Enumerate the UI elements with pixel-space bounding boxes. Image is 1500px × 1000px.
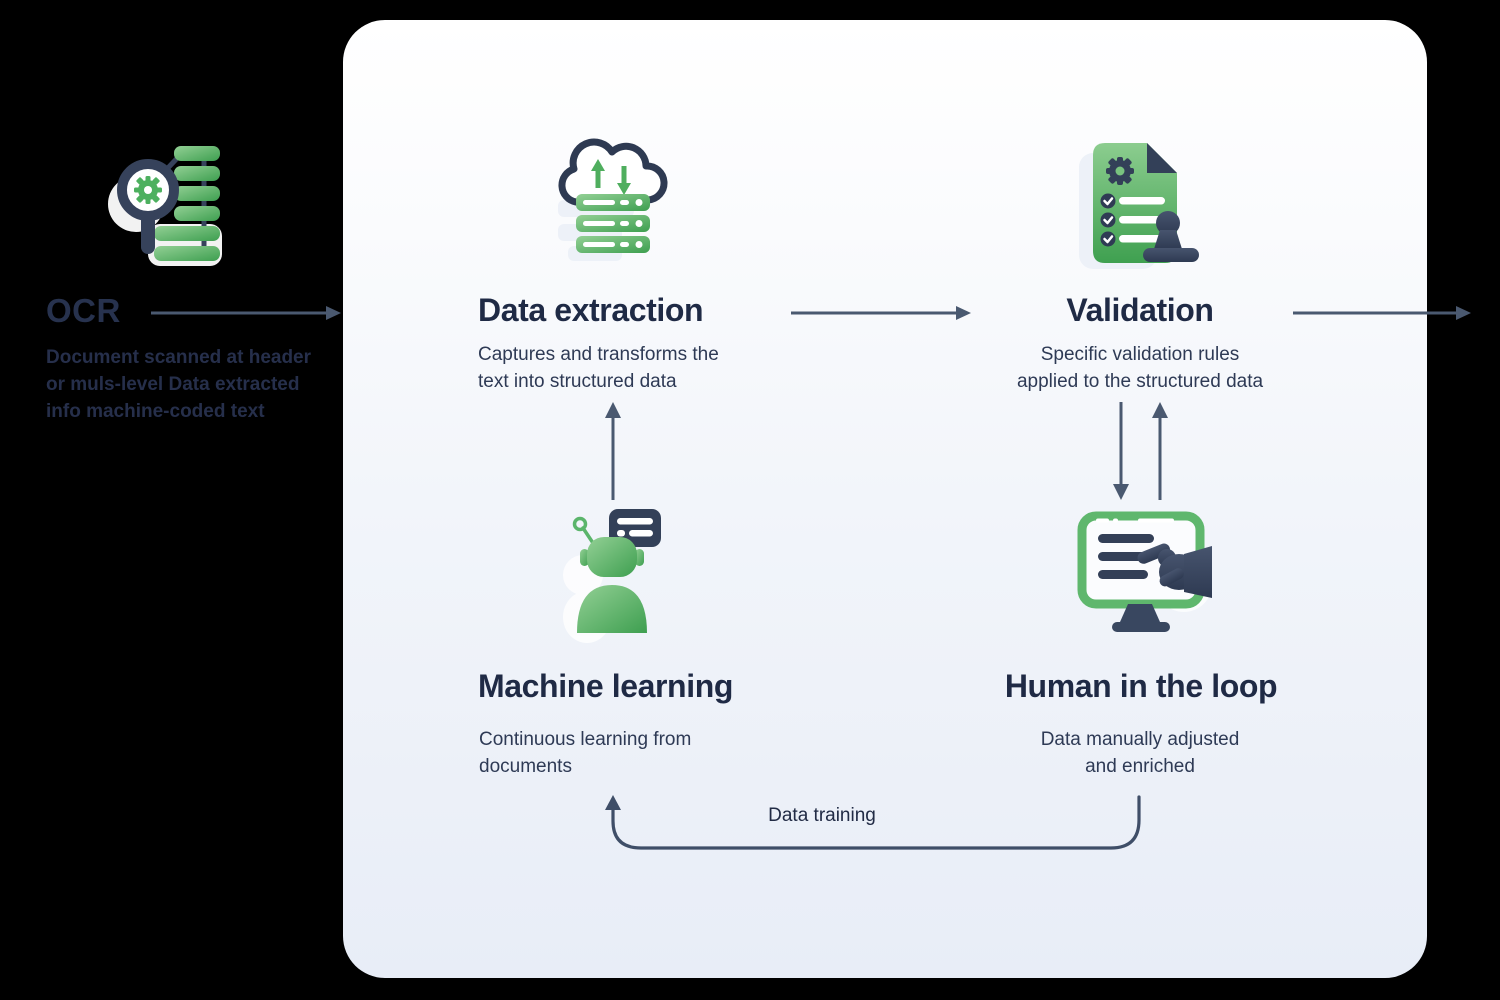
validation-title: Validation xyxy=(1066,292,1214,328)
human-in-the-loop-description: Data manually adjusted and enriched xyxy=(1040,729,1240,777)
document-checklist-stamp-icon xyxy=(1075,135,1205,285)
human-in-the-loop-title: Human in the loop xyxy=(1004,668,1278,704)
machine-learning-title: Machine learning xyxy=(478,668,733,704)
arrow-machine-learning-to-data-extraction xyxy=(605,402,621,500)
arrow-ocr-to-data-extraction xyxy=(151,306,341,320)
cloud-server-icon xyxy=(548,138,678,268)
monitor-hand-icon xyxy=(1072,508,1212,643)
validation-description: Specific validation rules applied to the… xyxy=(1016,344,1264,392)
machine-learning-description: Continuous learning from documents xyxy=(479,729,692,777)
workflow-card xyxy=(343,20,1427,978)
data-training-label: Data training xyxy=(768,805,876,826)
arrows-validation-human-loop xyxy=(1113,402,1168,500)
arrow-validation-output xyxy=(1293,306,1471,320)
data-extraction-description: Captures and transforms the text into st… xyxy=(478,344,719,392)
data-extraction-title: Data extraction xyxy=(478,292,704,328)
ocr-magnifier-database-icon xyxy=(108,140,238,270)
robot-chat-icon xyxy=(553,505,673,650)
ocr-description: Document scanned at header or muls-level… xyxy=(46,347,312,422)
arrow-data-extraction-to-validation xyxy=(791,306,971,320)
ocr-title: OCR xyxy=(46,292,121,329)
arrow-data-training-loop xyxy=(605,795,1141,850)
